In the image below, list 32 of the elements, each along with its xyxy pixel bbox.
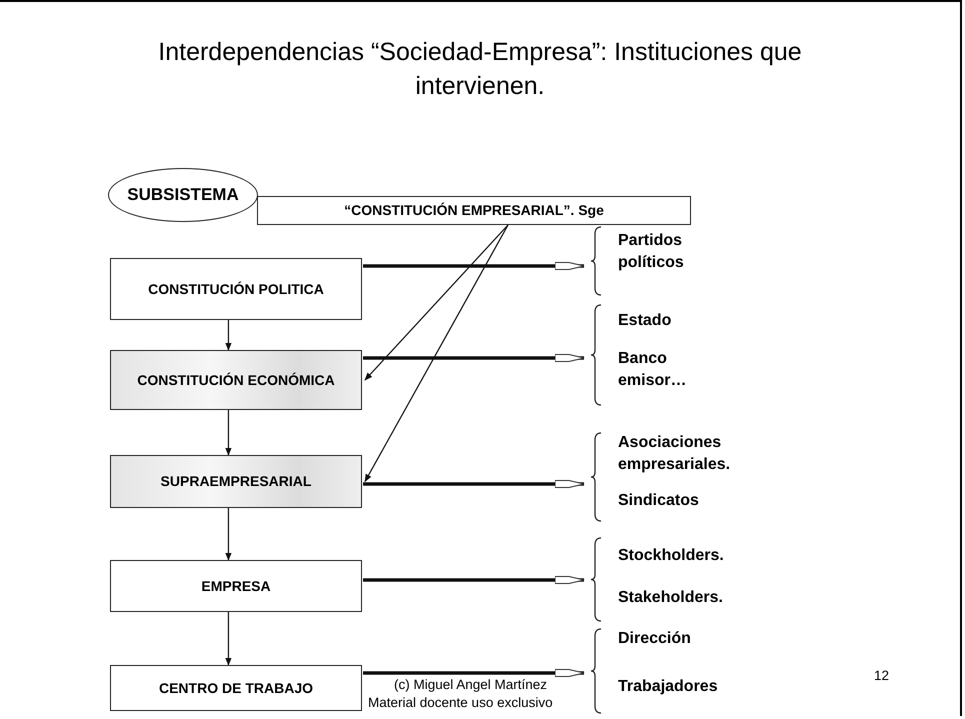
institution-text: Sindicatos bbox=[618, 491, 700, 511]
institution-text: Banco emisor… bbox=[618, 349, 688, 392]
box-label: SUBSISTEMA bbox=[126, 185, 240, 205]
process-box bbox=[110, 350, 362, 410]
box-label: CENTRO DE TRABAJO bbox=[158, 678, 314, 698]
process-box bbox=[110, 455, 362, 508]
institution-text: Partidos políticos bbox=[618, 231, 685, 274]
slide-number: 12 bbox=[874, 668, 890, 683]
arrow bbox=[225, 612, 232, 666]
slide-title: Interdependencias “Sociedad-Empresa”: Instituciones que intervienen. bbox=[157, 37, 803, 102]
institution-text: Estado bbox=[618, 311, 672, 331]
footer-note: Material docente uso exclusivo bbox=[368, 695, 553, 710]
arrow bbox=[225, 410, 232, 456]
institution-text: Trabajadores bbox=[618, 677, 718, 697]
institution-text: Dirección bbox=[618, 629, 691, 649]
institution-text: Asociaciones empresariales. bbox=[618, 433, 732, 476]
box-label: SUPRAEMPRESARIAL bbox=[160, 472, 312, 491]
arrow bbox=[364, 224, 508, 381]
institution-text: Stakeholders. bbox=[618, 588, 723, 608]
arrow bbox=[364, 224, 509, 482]
box-label: CONSTITUCIÓN POLITICA bbox=[147, 280, 325, 298]
process-box bbox=[110, 560, 362, 612]
institution-text: Stockholders. bbox=[618, 546, 724, 566]
box-label: “CONSTITUCIÓN EMPRESARIAL”. Sge bbox=[343, 201, 605, 220]
process-box bbox=[110, 258, 362, 320]
arrow bbox=[225, 320, 232, 351]
arrow bbox=[225, 508, 232, 561]
footer-note: (c) Miguel Angel Martínez bbox=[394, 677, 548, 692]
box-label: EMPRESA bbox=[200, 576, 272, 596]
heading-box bbox=[257, 196, 691, 225]
process-box bbox=[110, 665, 362, 711]
box-label: CONSTITUCIÓN ECONÓMICA bbox=[136, 370, 336, 390]
